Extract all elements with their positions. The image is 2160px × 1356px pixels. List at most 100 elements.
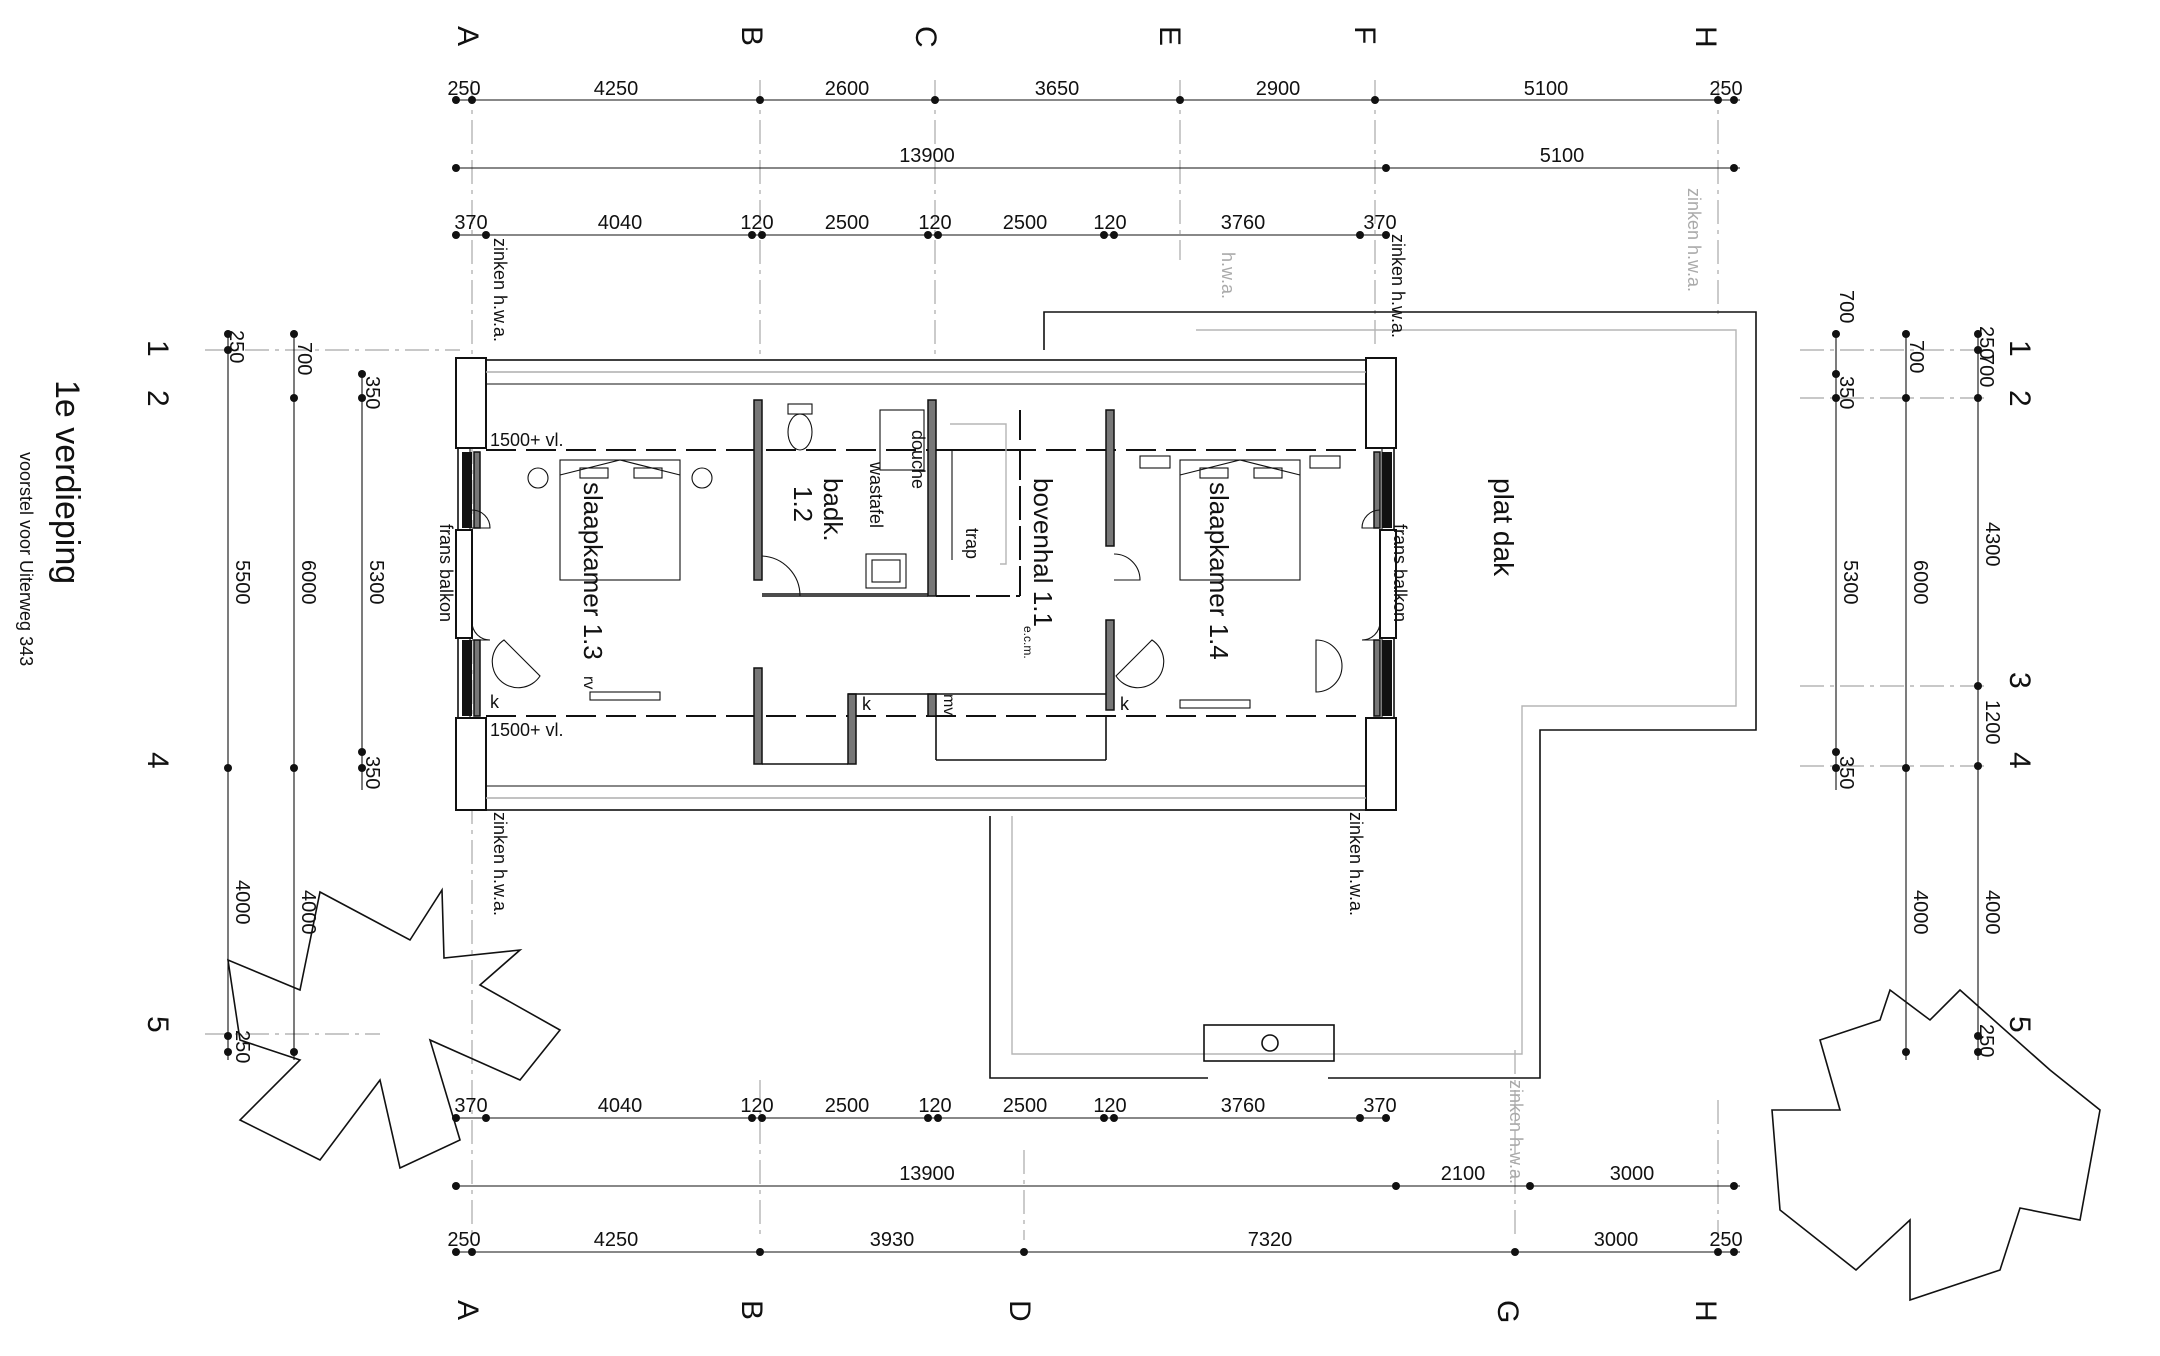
axis-label-bottom-d: D — [1003, 1300, 1036, 1322]
dim-top3-120c: 120 — [1093, 212, 1126, 234]
dim-bot3-3930: 3930 — [870, 1229, 915, 1251]
dim-top3-370b: 370 — [1363, 212, 1396, 234]
dim-l1-250a: 250 — [225, 330, 247, 363]
dim-r1-350a: 350 — [1835, 376, 1857, 409]
right-dimension-values: 700 350 5300 350 700 6000 4000 250 700 4… — [1835, 290, 2003, 1057]
axis-label-right-5: 5 — [2003, 1016, 2036, 1033]
building-floor — [455, 357, 1397, 811]
hwa-roof-mid: h.w.a. — [1218, 252, 1238, 299]
dim-bot3-250b: 250 — [1709, 1229, 1742, 1251]
k-label-mid: k — [862, 694, 872, 714]
dim-top1-5100: 5100 — [1524, 78, 1569, 100]
room-label-plat-dak: plat dak — [1488, 478, 1519, 577]
axis-label-right-3: 3 — [2003, 672, 2036, 689]
dim-top1-3650: 3650 — [1035, 78, 1080, 100]
dim-r2-6000: 6000 — [1909, 560, 1931, 605]
axis-label-top-a: A — [451, 26, 484, 46]
axis-label-right-2: 2 — [2003, 390, 2036, 407]
zinken-hwa-top-left: zinken h.w.a. — [490, 238, 510, 342]
dim-top3-3760: 3760 — [1221, 212, 1266, 234]
dim-bot1-120a: 120 — [740, 1095, 773, 1117]
dim-top1-2600: 2600 — [825, 78, 870, 100]
axis-label-top-h: H — [1689, 26, 1722, 48]
room-label-slaapkamer-14: slaapkamer 1.4 — [1204, 482, 1234, 660]
zinken-hwa-top-right: zinken h.w.a. — [1388, 234, 1408, 338]
axis-label-bottom-g: G — [1491, 1300, 1524, 1323]
dim-r1-350b: 350 — [1835, 756, 1857, 789]
axis-label-left-2: 2 — [141, 390, 174, 407]
dim-l3-350a: 350 — [361, 376, 383, 409]
dim-r3-700: 700 — [1975, 354, 1997, 387]
dim-top3-2500a: 2500 — [825, 212, 870, 234]
room-label-slaapkamer-13: slaapkamer 1.3 — [578, 482, 608, 660]
dim-bot1-370b: 370 — [1363, 1095, 1396, 1117]
axis-label-bottom-h: H — [1689, 1300, 1722, 1322]
top-grid-axes: A B C E F H — [451, 26, 1722, 48]
left-dimension-values: 250 5500 4000 250 700 6000 4000 350 5300… — [225, 330, 387, 1063]
frans-balkon-right: frans balkon — [1390, 524, 1410, 622]
dim-top3-370a: 370 — [454, 212, 487, 234]
flat-roof-outline — [989, 311, 1757, 1079]
dim-r1-5300: 5300 — [1839, 560, 1861, 605]
axis-label-left-5: 5 — [141, 1016, 174, 1033]
axis-label-left-1: 1 — [141, 340, 174, 357]
chimney-flue — [1261, 1034, 1279, 1052]
dim-r1-700: 700 — [1835, 290, 1857, 323]
dim-bot1-2500b: 2500 — [1003, 1095, 1048, 1117]
dim-bot1-120c: 120 — [1093, 1095, 1126, 1117]
title-main: 1e verdieping — [48, 380, 86, 584]
zinken-hwa-roof-bottom: zinken h.w.a. — [1506, 1080, 1526, 1184]
right-grid-axes: 1 2 3 4 5 — [2003, 340, 2036, 1033]
dim-r3-250b: 250 — [1975, 1024, 1997, 1057]
dim-top1-250b: 250 — [1709, 78, 1742, 100]
drawing-title: 1e verdieping voorstel voor Uiterweg 343 — [16, 380, 86, 666]
grid-lines — [205, 80, 1990, 1240]
dim-top1-4250: 4250 — [594, 78, 639, 100]
dim-r3-4300: 4300 — [1981, 522, 2003, 567]
dim-l2-700: 700 — [293, 342, 315, 375]
axis-label-right-1: 1 — [2003, 340, 2036, 357]
bottom-dimension-values: 370 4040 120 2500 120 2500 120 3760 370 … — [447, 1095, 1742, 1251]
axis-label-bottom-b: B — [735, 1300, 768, 1320]
annotations: 1500+ vl. 1500+ vl. frans balkon frans b… — [436, 188, 1704, 1184]
wastafel-label: wastafel — [866, 461, 886, 528]
k-label-right: k — [1120, 694, 1130, 714]
dim-bot2-13900: 13900 — [899, 1163, 955, 1185]
axis-label-top-b: B — [735, 26, 768, 46]
dim-r2-700: 700 — [1905, 340, 1927, 373]
dim-top3-4040: 4040 — [598, 212, 643, 234]
dim-top1-2900: 2900 — [1256, 78, 1301, 100]
level-top-label: 1500+ vl. — [490, 430, 564, 450]
dim-top3-120a: 120 — [740, 212, 773, 234]
dim-r3-4000: 4000 — [1981, 890, 2003, 935]
axis-label-top-c: C — [909, 26, 942, 48]
tree-symbol-right — [1771, 988, 2101, 1302]
dim-bot2-2100: 2100 — [1441, 1163, 1486, 1185]
room-label-slaapkamer-13-suffix: rv — [580, 676, 597, 689]
dim-l1-250b: 250 — [231, 1030, 253, 1063]
dim-bot1-370a: 370 — [454, 1095, 487, 1117]
dim-bot3-250a: 250 — [447, 1229, 480, 1251]
left-grid-axes: 1 2 4 5 — [141, 340, 174, 1033]
dim-top2-5100: 5100 — [1540, 145, 1585, 167]
room-label-badk-number: 1.2 — [788, 486, 818, 522]
tree-symbol-left — [226, 887, 562, 1170]
left-dimension-lines — [224, 330, 366, 1060]
dim-top3-120b: 120 — [918, 212, 951, 234]
dim-l1-5500: 5500 — [231, 560, 253, 605]
title-subtitle: voorstel voor Uiterweg 343 — [16, 452, 36, 666]
mv-label: mv — [940, 694, 957, 715]
room-labels: slaapkamer 1.3 rv badk. 1.2 bovenhal 1.1… — [578, 478, 1519, 689]
dim-bot3-7320: 7320 — [1248, 1229, 1293, 1251]
ecm-label: e.c.m. — [1021, 626, 1035, 659]
dim-r3-250a: 250 — [1975, 326, 1997, 359]
top-dimension-values: 250 4250 2600 3650 2900 5100 250 13900 5… — [447, 78, 1742, 234]
bottom-grid-axes: A B D G H — [451, 1300, 1722, 1323]
dim-top1-250a: 250 — [447, 78, 480, 100]
dim-l3-5300: 5300 — [365, 560, 387, 605]
zinken-hwa-bottom-right: zinken h.w.a. — [1346, 812, 1366, 916]
trap-label: trap — [962, 528, 982, 559]
dim-r2-4000: 4000 — [1909, 890, 1931, 935]
dim-bot2-3000: 3000 — [1610, 1163, 1655, 1185]
axis-label-top-f: F — [1348, 26, 1381, 44]
